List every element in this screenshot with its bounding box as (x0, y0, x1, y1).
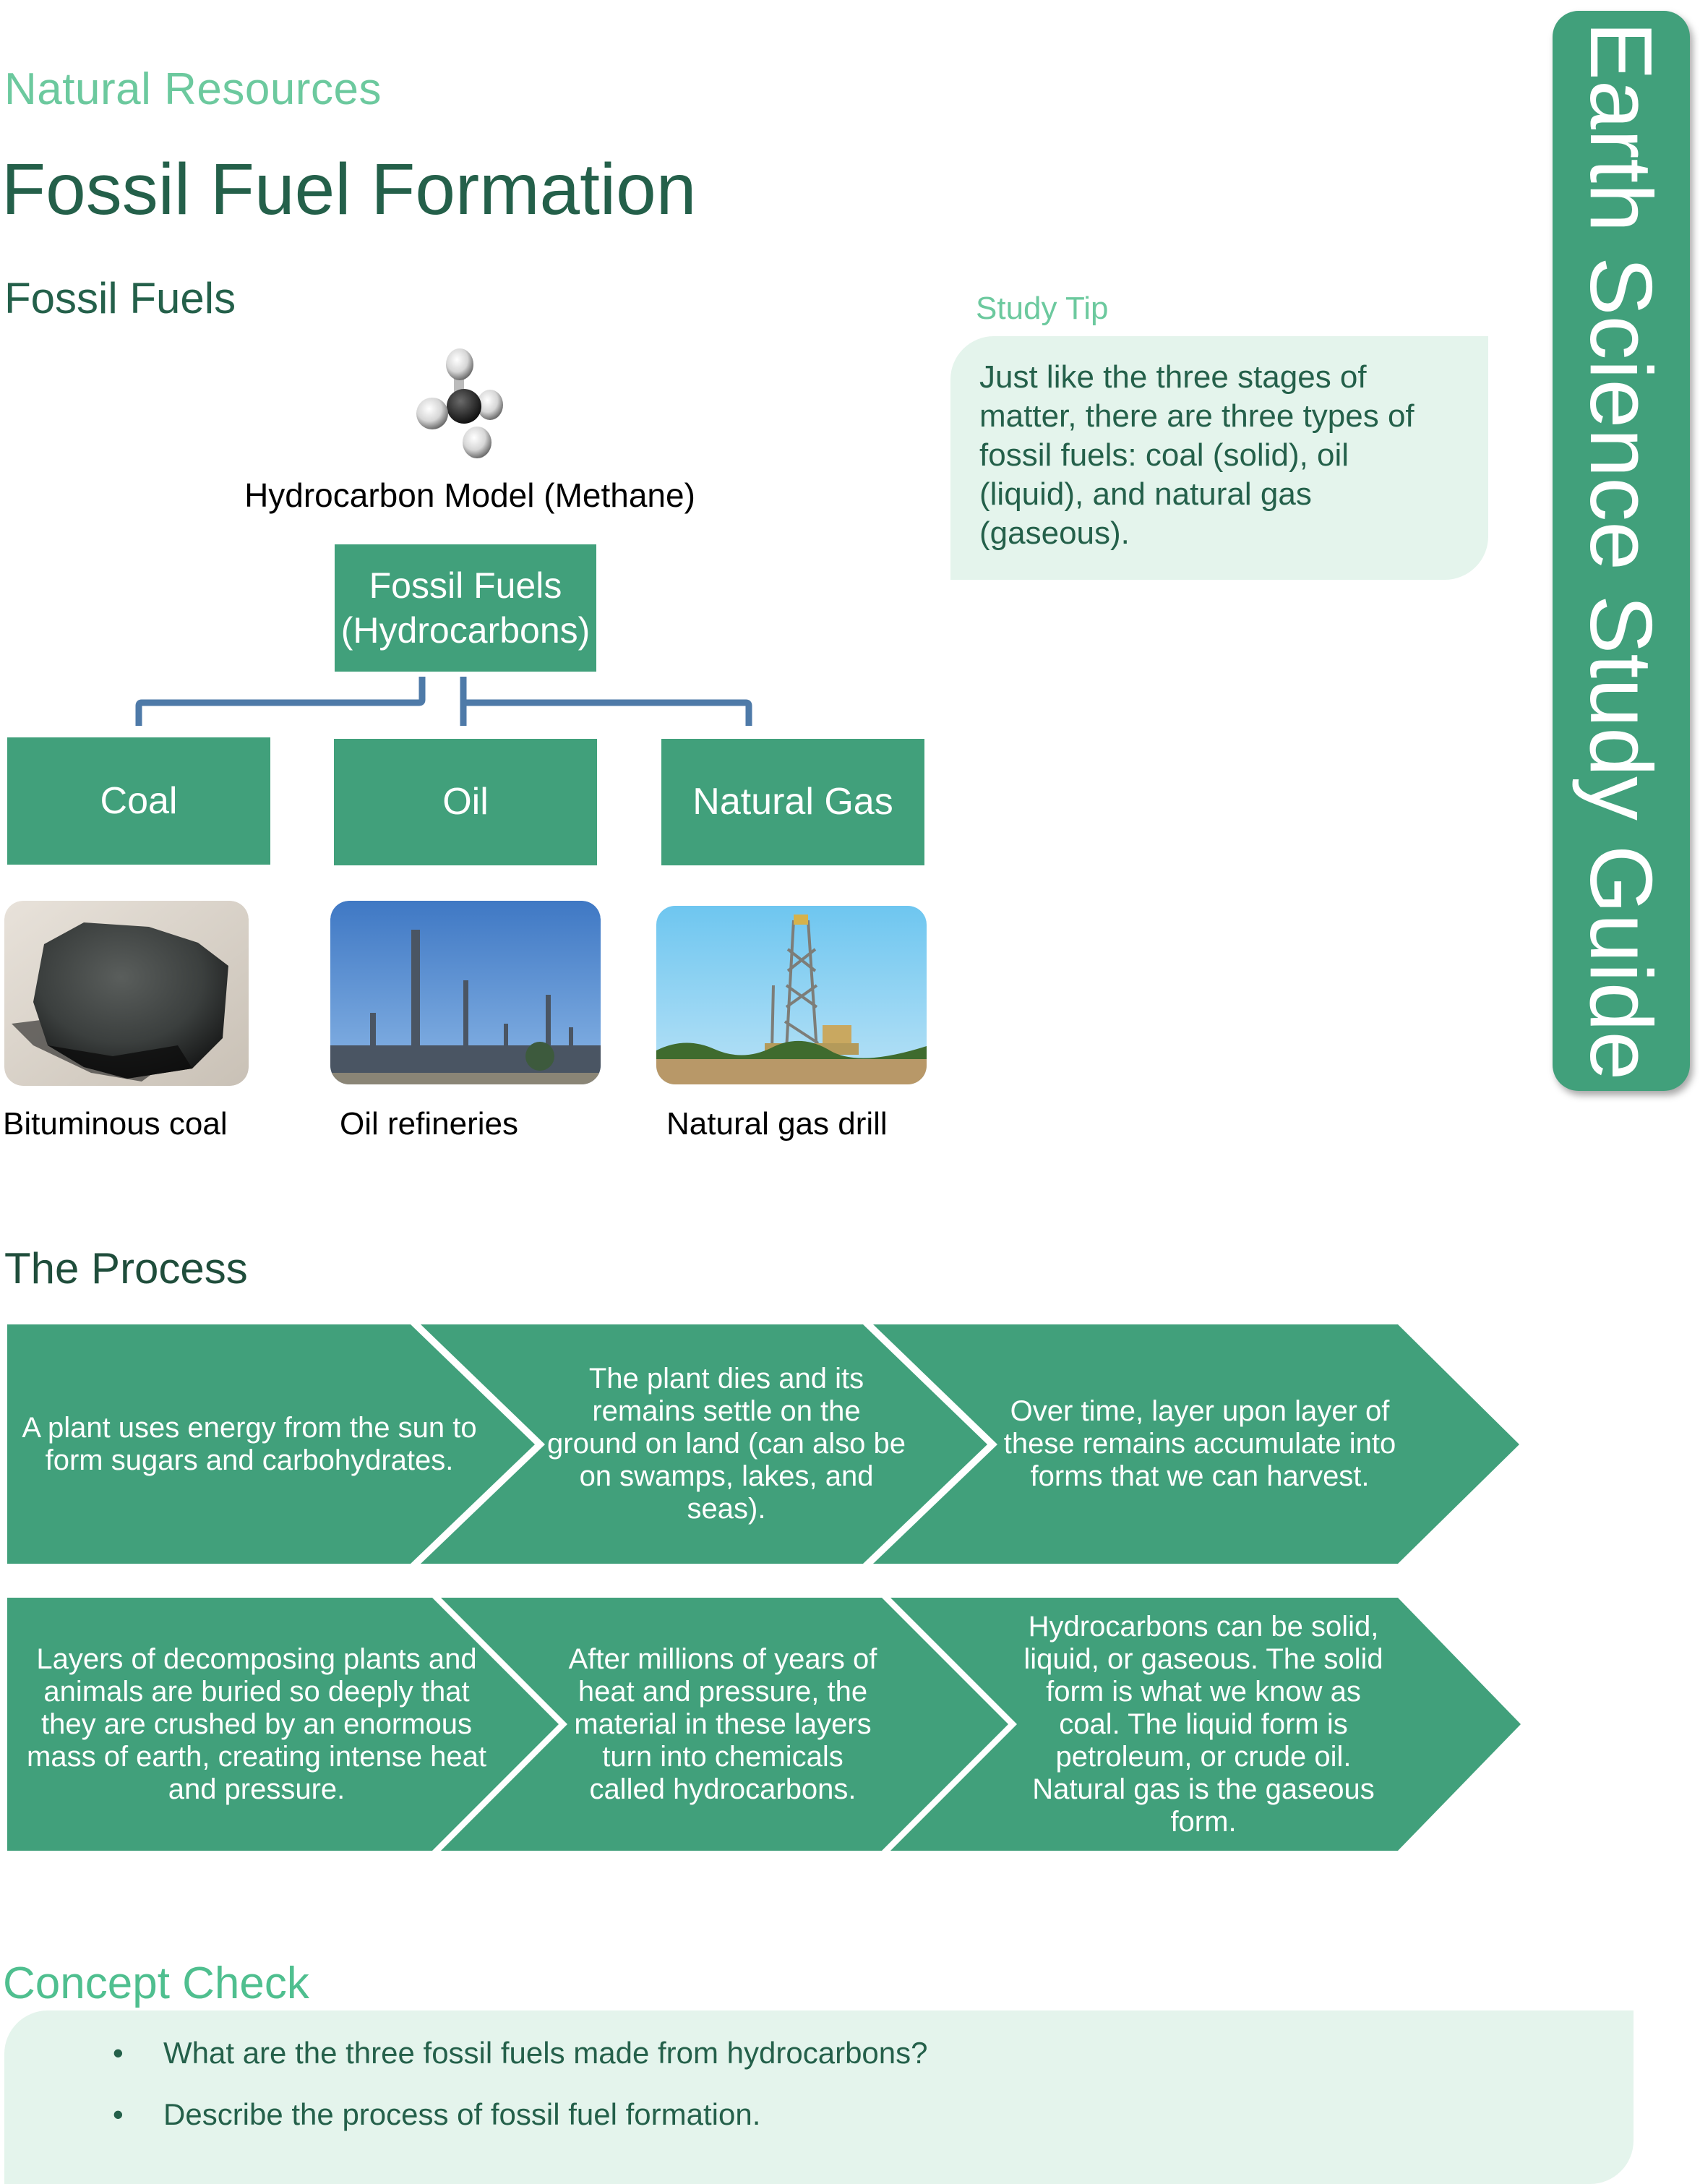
process-step-4-shape (7, 1598, 559, 1851)
side-tab-label: Earth Science Study Guide (1572, 21, 1670, 1081)
connector-left (135, 677, 426, 726)
process-step-3: Over time, layer upon layer of these rem… (1003, 1395, 1396, 1492)
study-tip-box: Just like the three stages of matter, th… (950, 336, 1488, 580)
hierarchy-connectors (135, 677, 752, 726)
process-step-4: Layers of decomposing plants and animals… (27, 1643, 486, 1805)
side-tab: Earth Science Study Guide (1553, 11, 1690, 1091)
process-step-5-shape (441, 1598, 1008, 1851)
study-tip-label: Study Tip (976, 291, 1109, 326)
natural-gas-box: Natural Gas (661, 739, 924, 865)
gas-image-caption: Natural gas drill (666, 1106, 888, 1142)
process-step-6: Hydrocarbons can be solid, liquid, or ga… (1023, 1610, 1383, 1838)
process-chevrons (7, 1324, 1521, 1851)
natural-gas-drill-photo (656, 906, 927, 1084)
coal-image-caption: Bituminous coal (3, 1106, 228, 1142)
fossil-fuels-root-box: Fossil Fuels (Hydrocarbons) (335, 544, 596, 672)
process-step-5: After millions of years of heat and pres… (568, 1643, 877, 1805)
concept-question-1: • What are the three fossil fuels made f… (113, 2036, 928, 2070)
section-subtitle: Natural Resources (4, 64, 382, 114)
process-step-2: The plant dies and its remains settle on… (547, 1363, 906, 1525)
oil-refinery-photo (330, 901, 601, 1084)
study-tip-text: Just like the three stages of matter, th… (979, 359, 1414, 551)
process-heading: The Process (4, 1244, 248, 1293)
process-step-1-shape (7, 1324, 535, 1564)
process-step-2-shape (421, 1324, 987, 1564)
bullet-icon: • (113, 2036, 124, 2070)
process-step-3-shape (873, 1324, 1519, 1564)
oil-box: Oil (334, 739, 597, 865)
concept-question-2: • Describe the process of fossil fuel fo… (113, 2097, 761, 2131)
concept-check-heading: Concept Check (3, 1958, 309, 2008)
fossil-fuels-heading: Fossil Fuels (4, 274, 236, 322)
coal-label: Coal (100, 779, 178, 822)
process-step-6-shape (890, 1598, 1521, 1851)
methane-model-caption: Hydrocarbon Model (Methane) (244, 476, 695, 514)
root-box-line2: (Hydrocarbons) (340, 610, 591, 651)
process-step-1: A plant uses energy from the sun to form… (22, 1411, 477, 1476)
natural-gas-label: Natural Gas (692, 781, 893, 823)
concept-check-box: • What are the three fossil fuels made f… (4, 2010, 1634, 2184)
connector-right (463, 699, 752, 726)
methane-molecule-icon (416, 348, 503, 458)
bullet-icon: • (113, 2097, 124, 2131)
oil-image-caption: Oil refineries (340, 1106, 518, 1142)
page-title: Fossil Fuel Formation (1, 149, 697, 230)
oil-label: Oil (442, 781, 489, 823)
coal-box: Coal (7, 737, 270, 865)
bituminous-coal-photo (4, 901, 249, 1086)
root-box-line1: Fossil Fuels (369, 565, 562, 606)
